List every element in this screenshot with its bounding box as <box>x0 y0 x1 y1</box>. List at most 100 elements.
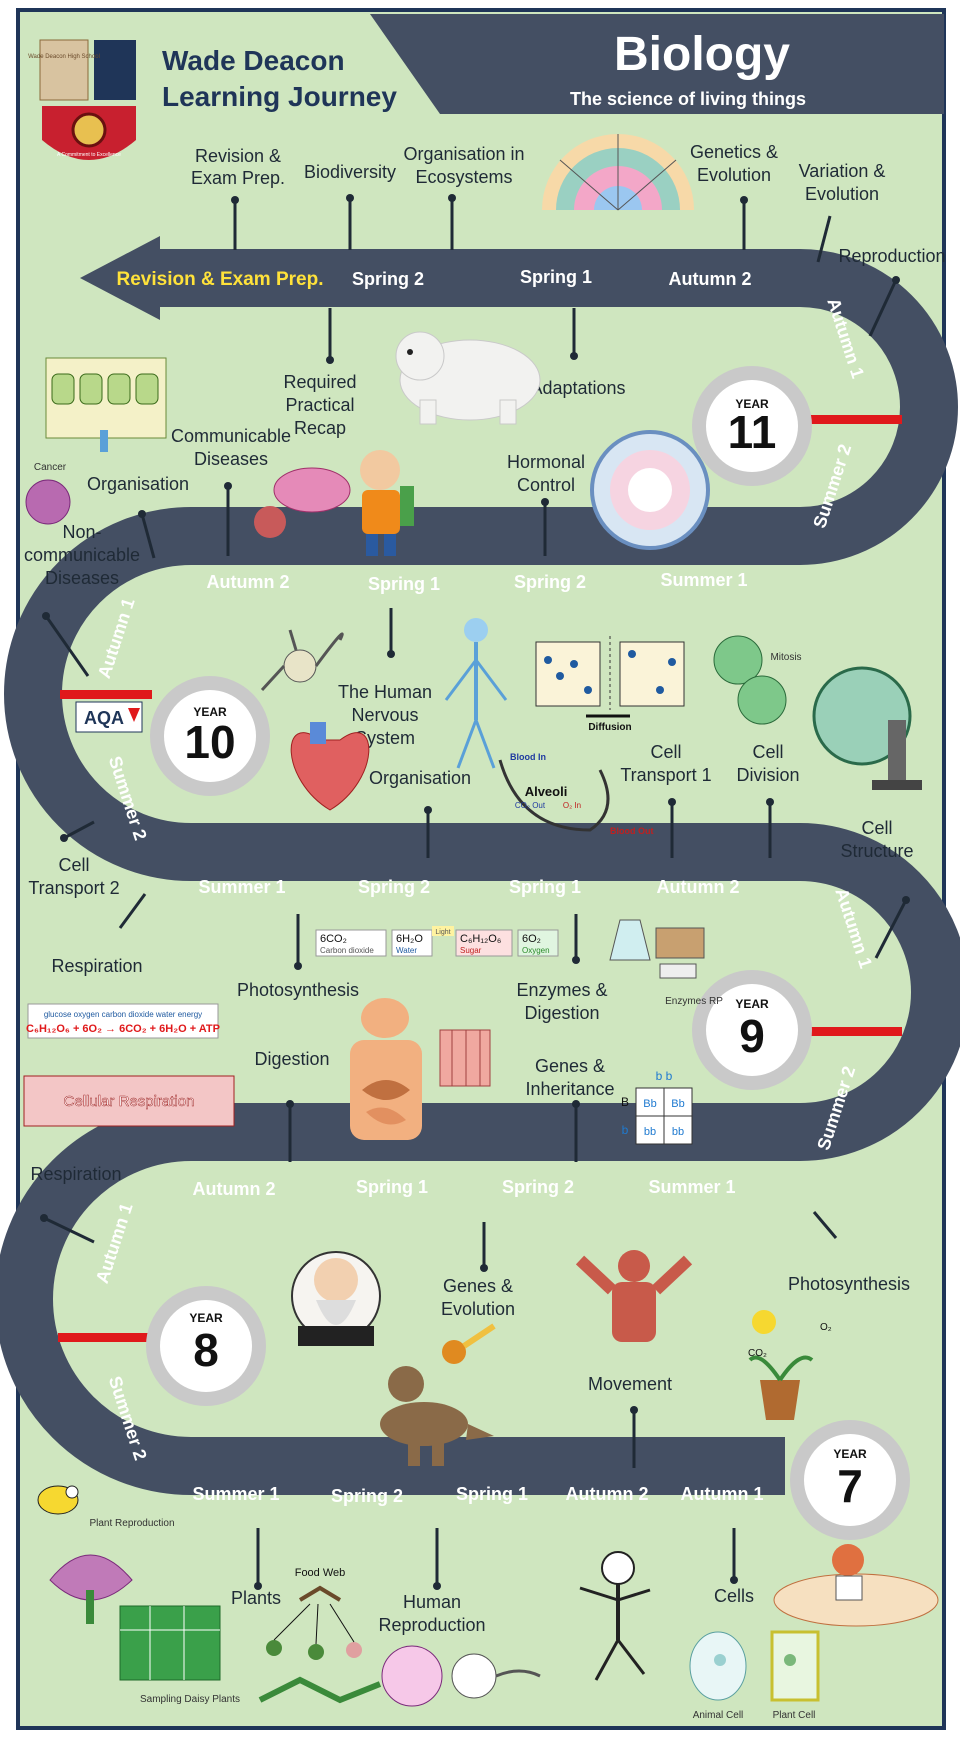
svg-text:8: 8 <box>193 1324 219 1376</box>
topic-cell-structure-line2: Structure <box>840 841 913 861</box>
term-y10-summer1: Summer 1 <box>660 570 747 590</box>
road-path <box>0 249 960 1495</box>
egg-sperm-icon <box>381 1645 541 1707</box>
topic-human-repro-line1: Human <box>403 1592 461 1612</box>
svg-text:bb: bb <box>644 1126 656 1138</box>
aqa-label: AQA <box>84 708 124 728</box>
year-badge-11: YEAR 11 <box>692 366 812 486</box>
crest-text: Wade Deacon High School <box>28 54 100 60</box>
term-y10-autumn2: Autumn 2 <box>207 572 290 592</box>
diffusion-label: Diffusion <box>588 722 631 733</box>
sampling-label: Sampling Daisy Plants <box>140 1694 240 1705</box>
svg-text:Light: Light <box>435 929 450 936</box>
term-y9-spring2: Spring 2 <box>358 877 430 897</box>
sampling-grid-icon <box>119 1605 221 1681</box>
topic-plants: Plants <box>231 1588 281 1608</box>
animal-cell-label: Animal Cell <box>693 1710 744 1721</box>
o2-label: O₂ <box>820 1322 832 1333</box>
topic-cell-transport1-line1: Cell <box>650 742 681 762</box>
neuron-icon <box>260 629 344 692</box>
svg-text:YEAR: YEAR <box>193 705 227 719</box>
svg-text:bb: bb <box>672 1126 684 1138</box>
topic-respiration-y9: Respiration <box>51 956 142 976</box>
year-marker-10 <box>60 690 152 699</box>
co2-out-label: CO₂ Out <box>515 801 546 810</box>
plant-cell-label: Plant Cell <box>773 1710 816 1721</box>
topic-noncomm-line3: Diseases <box>45 568 119 588</box>
topic-noncomm-line2: communicable <box>24 545 140 565</box>
term-y11-spring2: Spring 2 <box>352 269 424 289</box>
subject-title: Biology <box>614 28 790 81</box>
digestive-system-icon <box>350 998 422 1140</box>
school-title-line2: Learning Journey <box>162 81 397 112</box>
villi-icon <box>439 1029 491 1087</box>
topic-enzymes-line1: Enzymes & <box>516 980 607 1000</box>
enzymes-rp-label: Enzymes RP <box>665 996 723 1007</box>
year-badge-9: YEAR 9 <box>692 970 812 1090</box>
heart-icon <box>290 722 370 811</box>
respiration-equation-icon: glucose oxygen carbon dioxide water ener… <box>26 1003 220 1039</box>
svg-text:6H₂O: 6H₂O <box>396 933 423 945</box>
learning-road <box>0 236 960 1495</box>
topic-org-ecosystems-line2: Ecosystems <box>415 167 512 187</box>
svg-text:YEAR: YEAR <box>833 1447 867 1461</box>
meteor-icon <box>442 1323 496 1364</box>
skeleton-icon <box>579 1551 651 1681</box>
svg-text:Carbon dioxide: Carbon dioxide <box>320 946 374 955</box>
sneezing-boy-icon <box>360 450 414 556</box>
topic-organisation-y9: Organisation <box>369 768 471 788</box>
svg-text:YEAR: YEAR <box>189 1311 223 1325</box>
topic-cancer: Cancer <box>34 462 67 473</box>
bee-icon <box>37 1485 79 1515</box>
year-badge-7: YEAR 7 <box>790 1420 910 1540</box>
topic-connectors <box>43 198 908 1586</box>
darwin-portrait-icon <box>291 1251 381 1346</box>
polar-bear-icon <box>395 331 541 425</box>
term-y11-autumn2: Autumn 2 <box>669 269 752 289</box>
term-y7-spring1: Spring 1 <box>456 1484 528 1504</box>
topic-genes-evo-line2: Evolution <box>441 1299 515 1319</box>
term-y9-autumn2: Autumn 2 <box>657 877 740 897</box>
term-y8-spring2: Spring 2 <box>502 1177 574 1197</box>
svg-text:glucose oxygen carbon diox: glucose oxygen carbon dioxide water ener… <box>44 1010 202 1019</box>
topic-adaptations: Adaptations <box>530 378 625 398</box>
subject-banner <box>370 14 944 114</box>
svg-text:7: 7 <box>837 1460 863 1512</box>
term-y9-spring1: Spring 1 <box>509 877 581 897</box>
term-y7-summer1: Summer 1 <box>192 1484 279 1504</box>
topic-respiration-y8: Respiration <box>30 1164 121 1184</box>
connector-dots <box>40 194 910 1590</box>
plant-reproduction-label: Plant Reproduction <box>89 1518 174 1529</box>
topic-cell-transport2-line2: Transport 2 <box>28 878 119 898</box>
svg-text:Sugar: Sugar <box>460 946 482 955</box>
road-arrow-head <box>80 236 160 320</box>
school-title-line1: Wade Deacon <box>162 45 345 76</box>
topic-digestion: Digestion <box>254 1049 329 1069</box>
topic-cell-transport1-line2: Transport 1 <box>620 765 711 785</box>
svg-text:b b: b b <box>656 1069 673 1083</box>
topic-hormonal-line2: Control <box>517 475 575 495</box>
school-crest-icon: Wade Deacon High School A Commitment to … <box>28 39 136 160</box>
plant-cell-icon <box>770 1630 820 1702</box>
menstrual-cycle-icon <box>590 430 710 550</box>
topic-human-repro-line2: Reproduction <box>378 1615 485 1635</box>
term-y7-autumn1: Autumn 1 <box>681 1484 764 1504</box>
term-y8-autumn2: Autumn 2 <box>193 1179 276 1199</box>
cellular-respiration-banner: Cellular Respiration <box>23 1075 235 1127</box>
topic-organisation-y10: Organisation <box>87 474 189 494</box>
topic-communicable-line2: Diseases <box>194 449 268 469</box>
food-web-icon <box>258 1585 382 1704</box>
year-badge-8: YEAR 8 <box>146 1286 266 1406</box>
topic-revision-line2: Exam Prep. <box>191 168 285 188</box>
cancer-cell-icon <box>25 479 71 525</box>
topic-variation-line1: Variation & <box>799 161 886 181</box>
topic-genes-inh-line1: Genes & <box>535 1056 605 1076</box>
muscles-icon <box>575 1250 693 1342</box>
topic-genetics-line2: Evolution <box>697 165 771 185</box>
topic-org-ecosystems-line1: Organisation in <box>403 144 524 164</box>
year-badge-10: YEAR 10 <box>150 676 270 796</box>
svg-text:Water: Water <box>396 946 417 955</box>
lab-equipment-icon: Enzymes RP <box>609 919 723 1007</box>
plant-pot-icon: CO₂ O₂ <box>748 1310 832 1420</box>
